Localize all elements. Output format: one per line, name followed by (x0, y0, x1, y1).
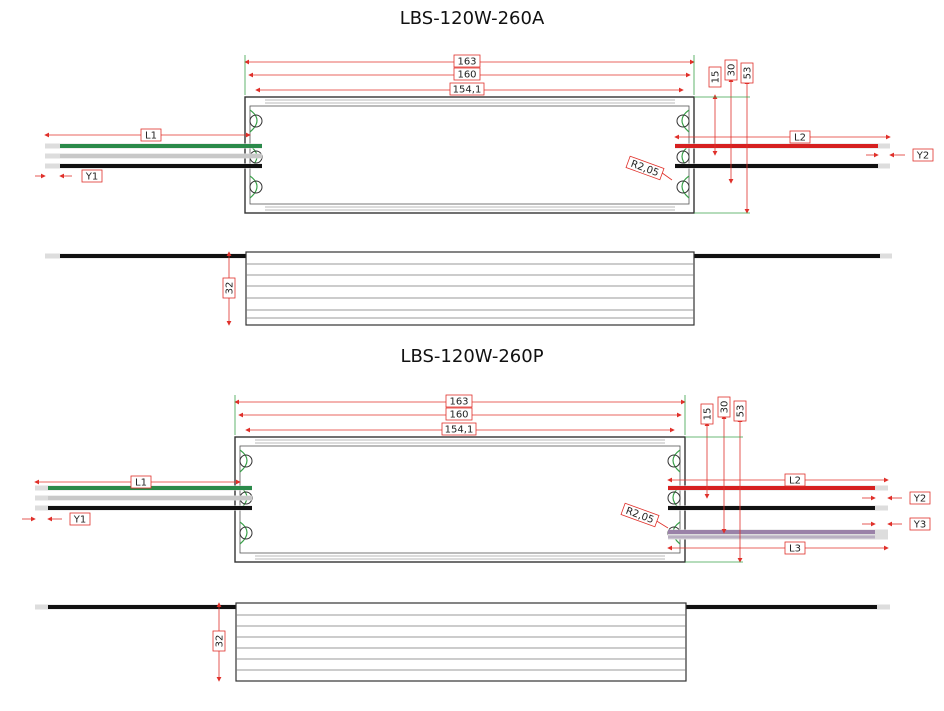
dim-l2-p: L2 (789, 476, 801, 487)
side-view-p: 32 (35, 602, 890, 682)
dim-y1-p: Y1 (73, 515, 86, 526)
output-wires-p (668, 485, 888, 540)
dim-y2-a: Y2 (916, 151, 929, 162)
output-wires-a (675, 143, 890, 169)
dim-163-p: 163 (449, 397, 468, 408)
dim-l2-a: L2 (794, 133, 806, 144)
diagram-title-a: LBS-120W-260A (399, 8, 545, 29)
side-view-a: 32 (45, 251, 892, 326)
dim-160-p: 160 (449, 410, 468, 421)
top-view-a (244, 96, 695, 214)
dim-32-a: 32 (225, 282, 236, 295)
dim-32-p: 32 (215, 635, 226, 648)
input-wires-a (45, 143, 262, 169)
dim-30-p: 30 (720, 401, 731, 414)
dim-15-p: 15 (703, 408, 714, 421)
dim-30-a: 30 (727, 64, 738, 77)
dim-163-a: 163 (457, 57, 476, 68)
dimensions-p (22, 395, 902, 563)
dim-160-a: 160 (457, 70, 476, 81)
dim-154-a: 154,1 (453, 85, 482, 96)
dim-y2-p: Y2 (913, 494, 926, 505)
input-wires-p (35, 485, 252, 511)
dim-53-p: 53 (736, 405, 747, 418)
dim-l1-a: L1 (145, 131, 157, 142)
dim-labels-p: 163 160 154,1 L1 L2 L3 Y1 Y2 Y3 15 30 53 (69, 394, 931, 555)
dim-labels-a: 163 160 154,1 L1 L2 Y1 Y2 15 30 53 R2,05 (81, 54, 934, 183)
dim-l3-p: L3 (789, 544, 801, 555)
dim-53-a: 53 (743, 67, 754, 80)
dim-154-p: 154,1 (445, 425, 474, 436)
diagram-title-p: LBS-120W-260P (400, 346, 544, 367)
dim-y1-a: Y1 (85, 172, 98, 183)
dim-y3-p: Y3 (913, 520, 926, 531)
dim-l1-p: L1 (135, 478, 147, 489)
dim-15-a: 15 (711, 71, 722, 84)
top-view-p (234, 436, 686, 563)
